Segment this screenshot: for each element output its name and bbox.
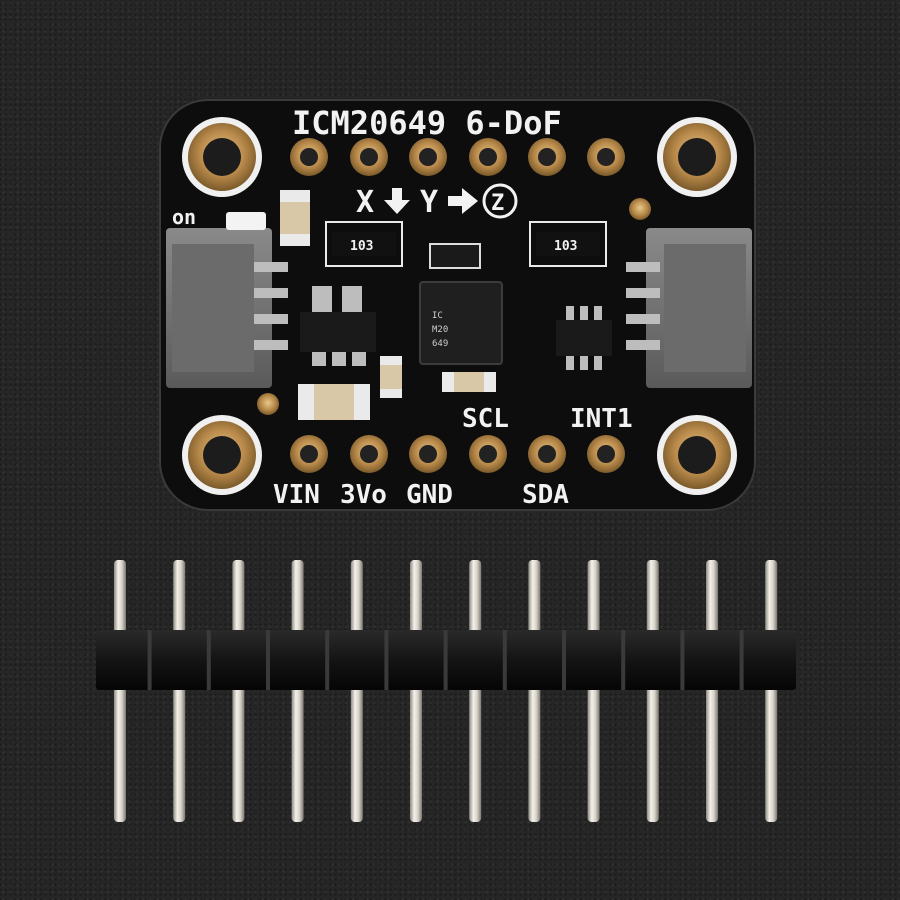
arrow-right-icon bbox=[448, 188, 478, 214]
header-segment-divider bbox=[206, 630, 211, 690]
header-segment-divider bbox=[147, 630, 152, 690]
header-pin bbox=[587, 560, 600, 822]
header-segment-divider bbox=[621, 630, 626, 690]
pin-label-gnd: GND bbox=[406, 480, 453, 510]
header-segment-divider bbox=[680, 630, 685, 690]
pin-label-int1: INT1 bbox=[570, 404, 633, 434]
resistor-array-right: 103 bbox=[529, 221, 607, 267]
header-segment-divider bbox=[739, 630, 744, 690]
level-shifter-chip bbox=[556, 306, 612, 370]
fiducial-left bbox=[257, 393, 279, 415]
header-segment-divider bbox=[502, 630, 507, 690]
top-pads bbox=[290, 138, 625, 176]
pin-label-sda: SDA bbox=[522, 480, 569, 510]
led-resistor bbox=[442, 372, 496, 392]
arrow-down-icon bbox=[384, 188, 410, 214]
voltage-regulator bbox=[300, 286, 376, 366]
axis-x-label: X bbox=[356, 185, 374, 220]
header-pin bbox=[232, 560, 245, 822]
power-led bbox=[226, 212, 266, 230]
header-segment-divider bbox=[384, 630, 389, 690]
axis-z-label: Z bbox=[491, 191, 504, 216]
fiducial-right bbox=[629, 198, 651, 220]
pin-label-3vo: 3Vo bbox=[340, 480, 387, 510]
header-pin bbox=[469, 560, 482, 822]
header-segment-divider bbox=[325, 630, 330, 690]
resistor-array-left: 103 bbox=[325, 221, 403, 267]
power-led-label: on bbox=[172, 205, 196, 229]
header-pin bbox=[114, 560, 126, 822]
header-pin bbox=[291, 560, 304, 822]
capacitor-top bbox=[280, 190, 310, 246]
pin-label-scl: SCL bbox=[462, 404, 509, 434]
stemma-connector-right bbox=[626, 228, 752, 388]
board-title: ICM20649 6-DoF bbox=[292, 104, 562, 142]
stemma-connector-left bbox=[166, 228, 288, 388]
header-pin bbox=[410, 560, 422, 822]
breakout-board: on 103 10 bbox=[159, 99, 756, 511]
header-pin bbox=[528, 560, 541, 822]
header-pin bbox=[706, 560, 718, 822]
header-pin bbox=[765, 560, 778, 822]
pin-header-strip bbox=[96, 560, 796, 822]
svg-text:M20: M20 bbox=[432, 325, 448, 335]
header-segment-divider bbox=[266, 630, 270, 690]
capacitor-bottom bbox=[298, 384, 370, 420]
mounting-holes bbox=[182, 117, 737, 495]
capacitor-small bbox=[380, 356, 402, 398]
resistor-array-right-marking: 103 bbox=[554, 239, 577, 254]
header-segment-divider bbox=[562, 630, 566, 690]
axis-markings: X Y Z bbox=[356, 183, 518, 220]
transistor-top bbox=[429, 243, 481, 269]
bottom-pads bbox=[290, 435, 625, 473]
svg-text:IC: IC bbox=[432, 311, 443, 321]
pin-labels: VIN 3Vo GND SCL SDA INT1 bbox=[273, 404, 633, 510]
header-segment-divider bbox=[443, 630, 448, 690]
icm20649-sensor-chip: IC M20 649 bbox=[419, 281, 503, 365]
header-pin bbox=[350, 560, 363, 822]
axis-y-label: Y bbox=[420, 185, 438, 220]
pin-label-vin: VIN bbox=[273, 480, 320, 510]
axis-z-circle-icon bbox=[482, 183, 518, 219]
svg-text:649: 649 bbox=[432, 339, 448, 349]
header-pin bbox=[646, 560, 659, 822]
header-pin bbox=[173, 560, 186, 822]
resistor-array-left-marking: 103 bbox=[350, 239, 373, 254]
